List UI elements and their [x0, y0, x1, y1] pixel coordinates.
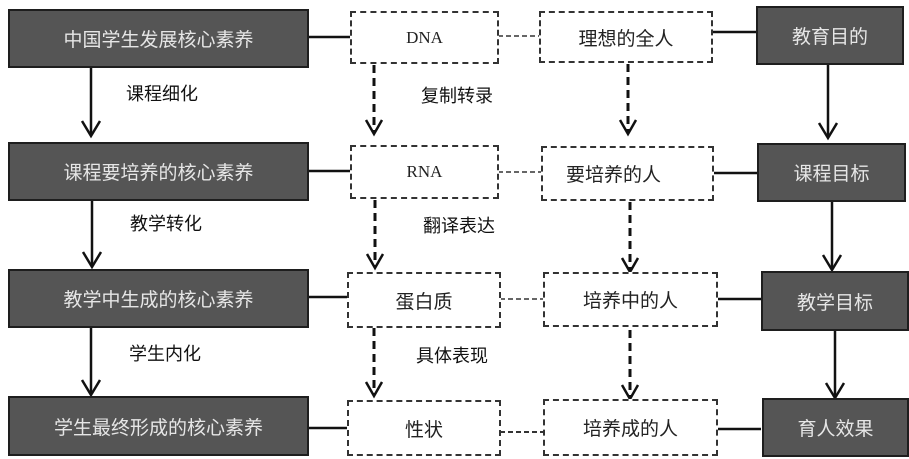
arrow-goals-3-4	[824, 330, 846, 401]
node-label: 理想的全人	[578, 27, 674, 50]
arrow-core-2-3	[81, 200, 103, 270]
node-bio-rna: RNA	[350, 145, 499, 199]
node-label: 培养中的人	[582, 290, 678, 312]
arrow-bio-2-3	[365, 200, 385, 271]
node-goal-teaching: 教学目标	[761, 271, 909, 331]
edge-label-core-2: 教学转化	[130, 214, 202, 235]
node-label: 课程目标	[793, 163, 870, 185]
node-bio-trait: 性状	[347, 400, 501, 456]
node-label: 蛋白质	[395, 290, 453, 313]
node-core-teaching: 教学中生成的核心素养	[8, 269, 309, 328]
node-label: 教学中生成的核心素养	[63, 289, 254, 311]
node-core-final: 学生最终形成的核心素养	[8, 396, 309, 456]
node-label: RNA	[406, 162, 443, 181]
node-label: 教育目的	[791, 26, 868, 48]
edge-label-bio-1: 复制转录	[421, 86, 493, 107]
edge-label-bio-3: 具体表现	[416, 346, 488, 367]
arrow-core-1-2	[80, 67, 102, 139]
arrow-core-3-4	[80, 327, 102, 398]
arrow-bio-3-4	[364, 328, 384, 399]
node-goal-outcome: 育人效果	[762, 398, 909, 457]
node-label: 性状	[404, 418, 443, 441]
arrow-person-1-2	[618, 64, 638, 137]
arrow-person-3-4	[620, 330, 640, 402]
edge-label-core-3: 学生内化	[129, 344, 201, 365]
node-person-in-cultivation: 培养中的人	[543, 272, 718, 327]
node-label: 教学目标	[796, 291, 873, 314]
node-label: 要培养的人	[565, 164, 661, 186]
node-label: 中国学生发展核心素养	[63, 29, 254, 51]
edge-label-core-1: 课程细化	[126, 84, 198, 105]
node-core-curriculum: 课程要培养的核心素养	[8, 142, 309, 201]
arrow-goals-2-3	[821, 202, 843, 273]
node-person-ideal: 理想的全人	[539, 11, 713, 63]
edge-label-bio-2: 翻译表达	[423, 216, 495, 237]
node-goal-education: 教育目的	[756, 6, 904, 65]
node-goal-curriculum: 课程目标	[757, 143, 906, 202]
node-person-cultivated: 培养成的人	[543, 399, 718, 456]
arrow-goals-1-2	[817, 65, 839, 141]
arrow-person-2-3	[620, 202, 640, 275]
node-label: 育人效果	[797, 418, 874, 440]
node-label: 学生最终形成的核心素养	[53, 416, 263, 439]
node-label: DNA	[406, 27, 443, 47]
arrow-bio-1-2	[364, 65, 384, 137]
node-person-to-cultivate: 要培养的人	[541, 146, 714, 201]
node-bio-dna: DNA	[350, 11, 499, 64]
node-bio-protein: 蛋白质	[347, 272, 501, 328]
node-label: 课程要培养的核心素养	[63, 162, 254, 184]
node-core-national: 中国学生发展核心素养	[8, 9, 309, 68]
node-label: 培养成的人	[582, 418, 678, 440]
